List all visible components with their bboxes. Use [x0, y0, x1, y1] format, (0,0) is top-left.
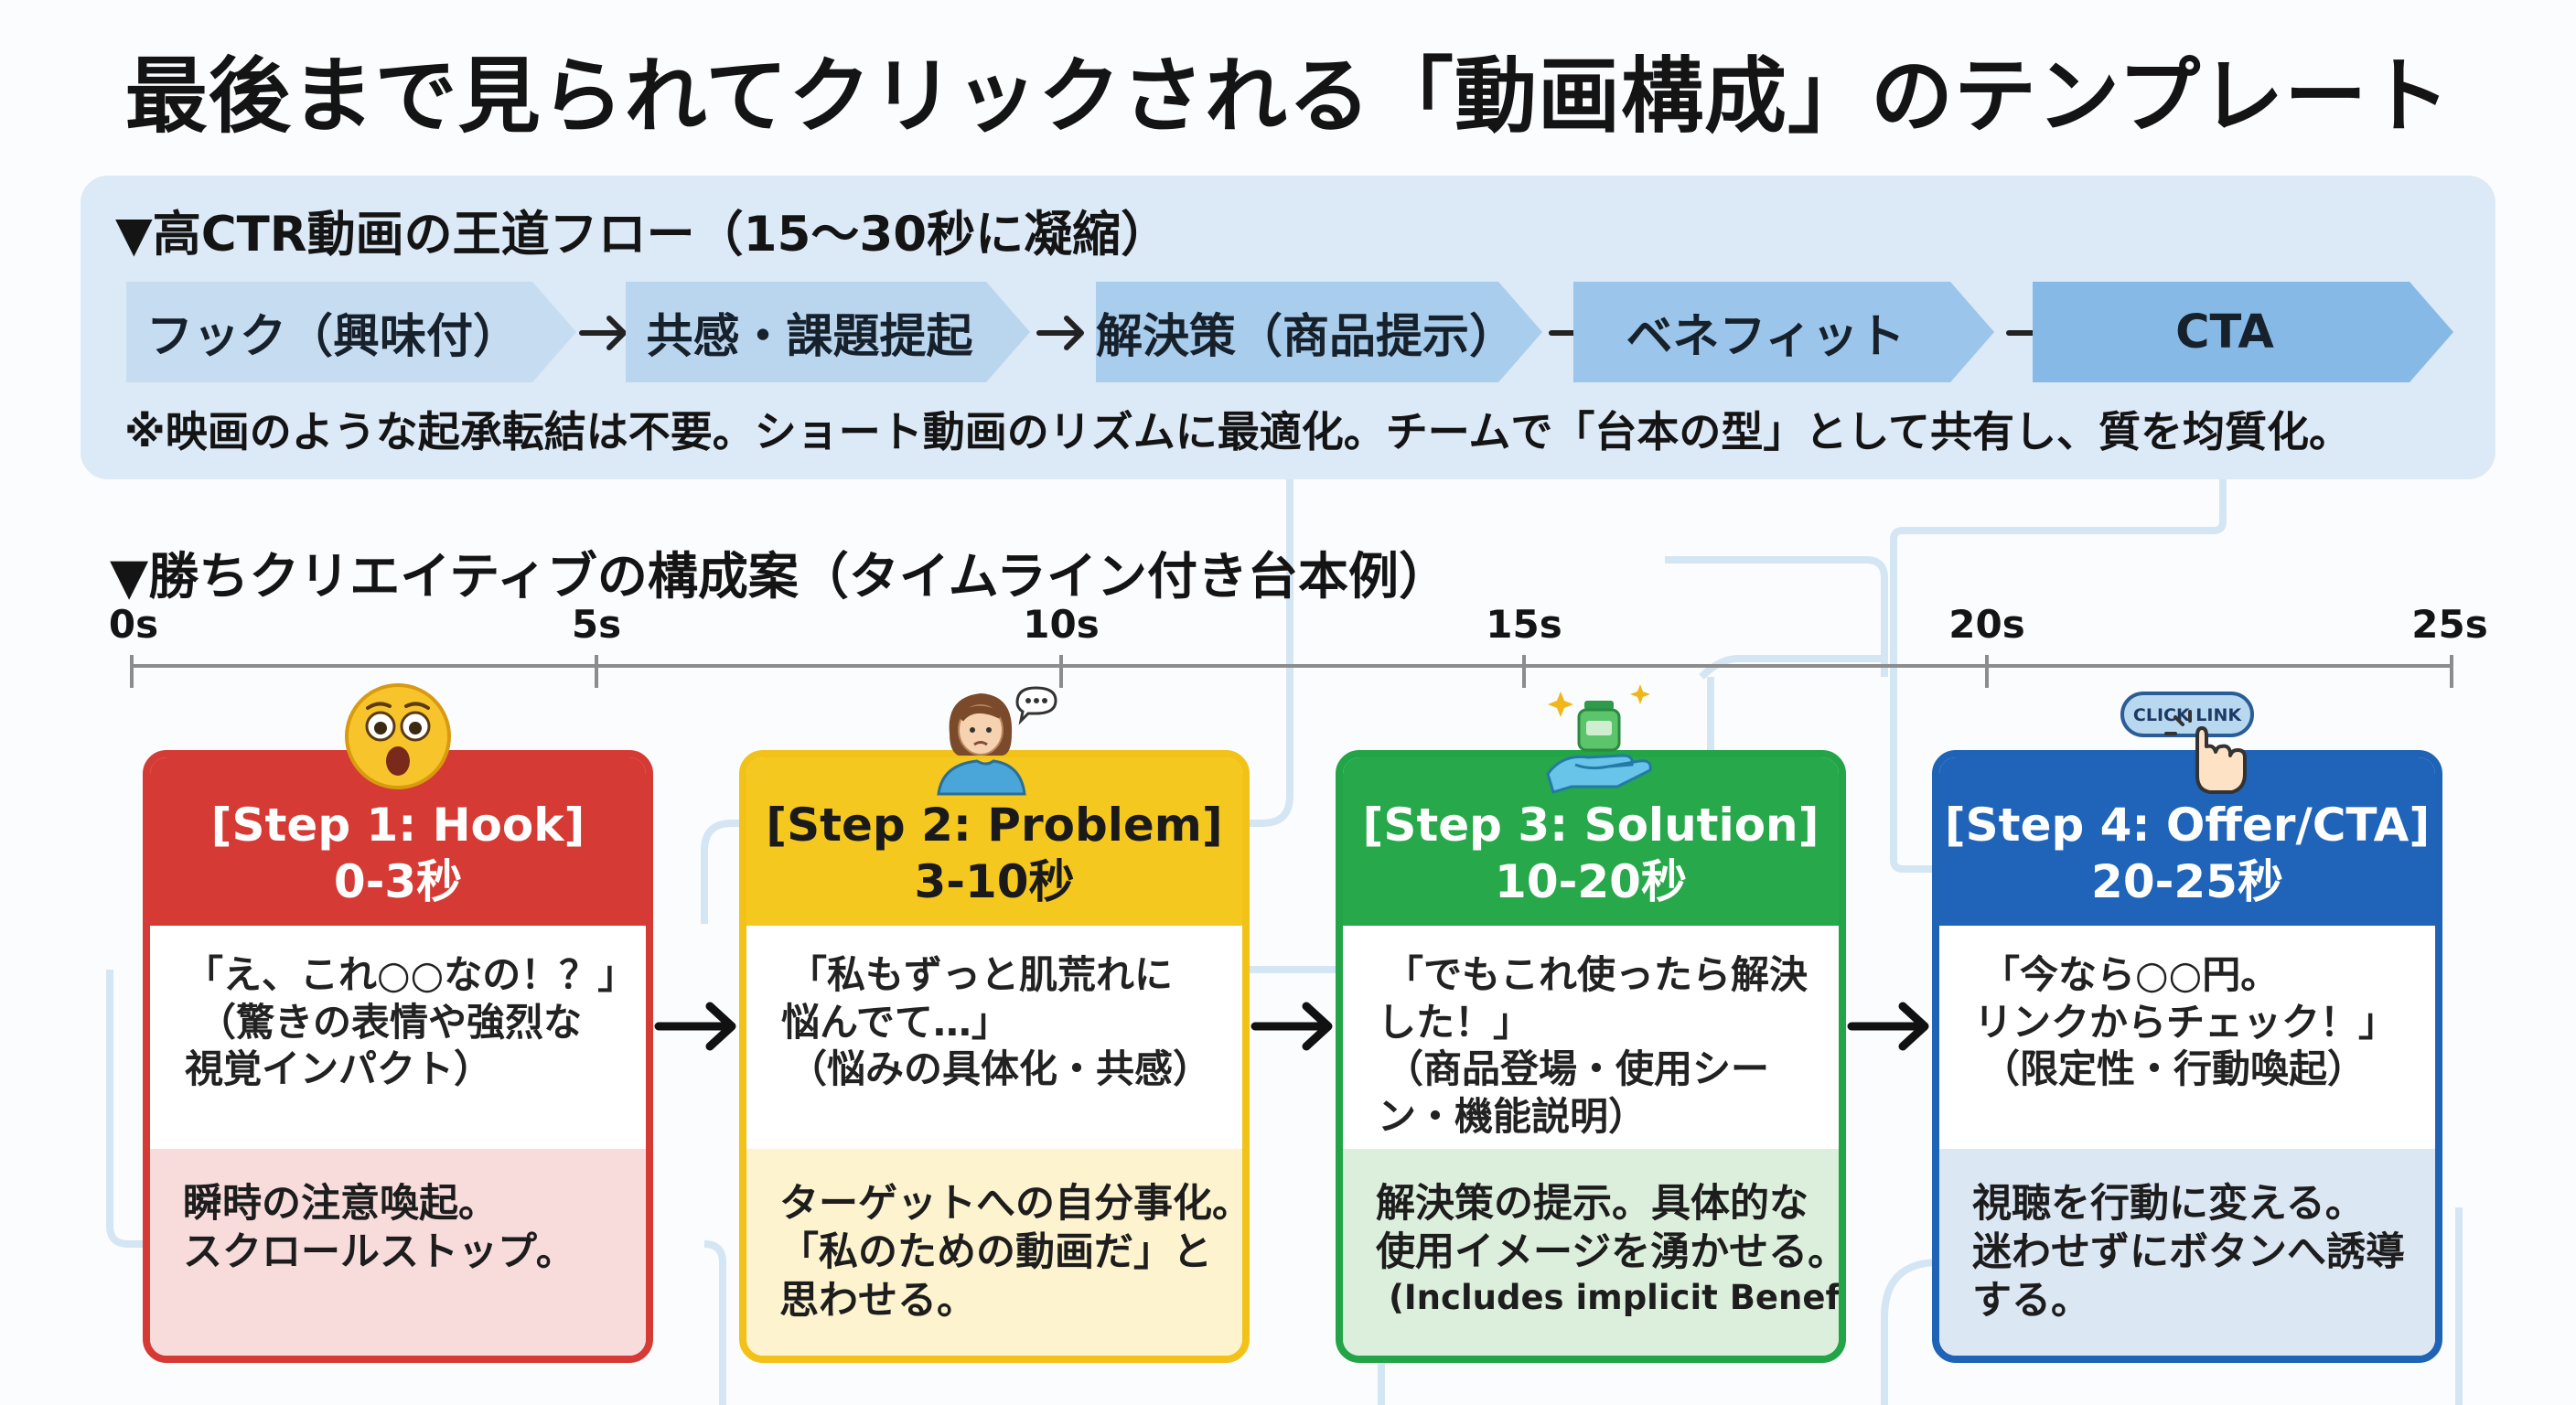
timeline-tick	[595, 655, 598, 688]
timeline-tick	[1985, 655, 1989, 688]
tick-label-25s: 25s	[2411, 602, 2488, 647]
step-script: 「今なら○○円。 リンクからチェック！」 （限定性・行動喚起）	[1939, 926, 2435, 1149]
arrow-right-icon	[1847, 1002, 1929, 1051]
purpose-line: 瞬時の注意喚起。	[183, 1181, 498, 1227]
step-card-offer-cta: [Step 4: Offer/CTA] 20-25秒 「今なら○○円。 リンクか…	[1932, 750, 2442, 1363]
timeline-heading: ▼勝ちクリエイティブの構成案（タイムライン付き台本例）	[110, 547, 1450, 606]
script-line: 「え、これ○○なの！？」	[185, 952, 637, 997]
step-header: [Step 4: Offer/CTA] 20-25秒	[1939, 757, 2435, 926]
step-time: 0-3秒	[333, 855, 463, 908]
flow-step-solution: 解決策（商品提示）	[1096, 282, 1542, 382]
step-script: 「でもこれ使ったら解決 した！」 （商品登場・使用シー ン・機能説明）	[1343, 926, 1839, 1149]
hand-product-icon	[1546, 684, 1652, 794]
timeline-tick	[130, 655, 134, 688]
arrow-right-icon	[579, 316, 627, 350]
step-header: [Step 3: Solution] 10-20秒	[1343, 757, 1839, 926]
step-purpose: 瞬時の注意喚起。 スクロールストップ。	[150, 1149, 646, 1356]
script-line: （商品登場・使用シー	[1385, 1046, 1770, 1092]
step-header: [Step 2: Problem] 3-10秒	[746, 757, 1242, 926]
step-title: [Step 2: Problem]	[766, 798, 1223, 852]
purpose-line: 迷わせずにボタンへ誘導	[1972, 1228, 2405, 1275]
purpose-line: スクロールストップ。	[183, 1228, 575, 1275]
script-line: （限定性・行動喚起）	[1981, 1046, 2367, 1092]
step-title: [Step 1: Hook]	[210, 798, 585, 852]
click-link-label: CLICK LINK	[2133, 705, 2242, 725]
script-line: 「今なら○○円。	[1981, 952, 2280, 997]
arrow-right-icon	[1250, 1002, 1333, 1051]
flow-note: ※映画のような起承転結は不要。ショート動画のリズムに最適化。チームで「台本の型」…	[124, 407, 2351, 456]
script-line: 「私もずっと肌荒れに	[789, 952, 1174, 997]
step-purpose: ターゲットへの自分事化。 「私のための動画だ」と 思わせる。	[746, 1149, 1250, 1356]
tick-label-5s: 5s	[571, 602, 622, 647]
click-link-icon: CLICK LINK	[2120, 692, 2254, 794]
step-title: [Step 4: Offer/CTA]	[1944, 798, 2431, 852]
timeline-tick	[2450, 655, 2453, 688]
surprised-face-icon	[345, 683, 451, 789]
purpose-line: 「私のための動画だ」と	[779, 1228, 1212, 1275]
timeline-axis	[130, 664, 2453, 668]
flow-step-empathy: 共感・課題提起	[626, 282, 1030, 382]
step-title: [Step 3: Solution]	[1362, 798, 1819, 852]
script-line: した！」	[1378, 999, 1532, 1045]
step-card-problem: [Step 2: Problem] 3-10秒 「私もずっと肌荒れに 悩んでて……	[739, 750, 1250, 1363]
timeline-tick	[1059, 655, 1063, 688]
tick-label-15s: 15s	[1486, 602, 1562, 647]
arrow-right-icon	[1036, 316, 1084, 350]
script-line: （驚きの表情や強烈な	[198, 999, 583, 1045]
step-time: 3-10秒	[914, 855, 1075, 908]
step-card-hook: [Step 1: Hook] 0-3秒 「え、これ○○なの！？」 （驚きの表情や…	[143, 750, 653, 1363]
purpose-line: 解決策の提示。具体的な	[1376, 1181, 1809, 1227]
script-line: ン・機能説明）	[1378, 1093, 1648, 1139]
step-time: 20-25秒	[2091, 855, 2283, 908]
flow-heading: ▼高CTR動画の王道フロー（15〜30秒に凝縮）	[115, 207, 1170, 263]
step-script: 「え、これ○○なの！？」 （驚きの表情や強烈な 視覚インパクト）	[150, 926, 646, 1149]
flow-step-cta: CTA	[2033, 282, 2453, 382]
tick-label-10s: 10s	[1023, 602, 1100, 647]
timeline-tick	[1522, 655, 1526, 688]
script-line: 「でもこれ使ったら解決	[1385, 952, 1809, 997]
tick-label-0s: 0s	[108, 602, 159, 647]
page-title: 最後まで見られてクリックされる「動画構成」のテンプレート	[124, 48, 2452, 145]
flow-step-hook: フック（興味付）	[126, 282, 576, 382]
purpose-line: 使用イメージを湧かせる。	[1376, 1228, 1846, 1275]
arrow-right-icon	[654, 1002, 736, 1051]
step-time: 10-20秒	[1495, 855, 1687, 908]
script-line: リンクからチェック！」	[1974, 999, 2398, 1045]
purpose-line: (Includes implicit Benefit)	[1389, 1277, 1846, 1317]
flow-step-benefit: ベネフィット	[1573, 282, 1994, 382]
step-purpose: 解決策の提示。具体的な 使用イメージを湧かせる。 (Includes impli…	[1343, 1149, 1846, 1356]
worried-woman-icon	[937, 686, 1057, 796]
purpose-line: 思わせる。	[779, 1277, 976, 1324]
purpose-line: 視聴を行動に変える。	[1972, 1181, 2365, 1227]
script-line: 視覚インパクト）	[185, 1046, 493, 1092]
flow-panel: ▼高CTR動画の王道フロー（15〜30秒に凝縮） フック（興味付） 共感・課題提…	[80, 176, 2496, 479]
script-line: 悩んでて…」	[781, 999, 1010, 1045]
step-header: [Step 1: Hook] 0-3秒	[150, 757, 646, 926]
step-purpose: 視聴を行動に変える。 迷わせずにボタンへ誘導 する。	[1939, 1149, 2435, 1356]
step-card-solution: [Step 3: Solution] 10-20秒 「でもこれ使ったら解決 した…	[1336, 750, 1846, 1363]
script-line: （悩みの具体化・共感）	[789, 1046, 1212, 1092]
tick-label-20s: 20s	[1948, 602, 2025, 647]
purpose-line: ターゲットへの自分事化。	[779, 1181, 1250, 1227]
step-script: 「私もずっと肌荒れに 悩んでて…」 （悩みの具体化・共感）	[746, 926, 1242, 1149]
purpose-line: する。	[1972, 1277, 2090, 1324]
